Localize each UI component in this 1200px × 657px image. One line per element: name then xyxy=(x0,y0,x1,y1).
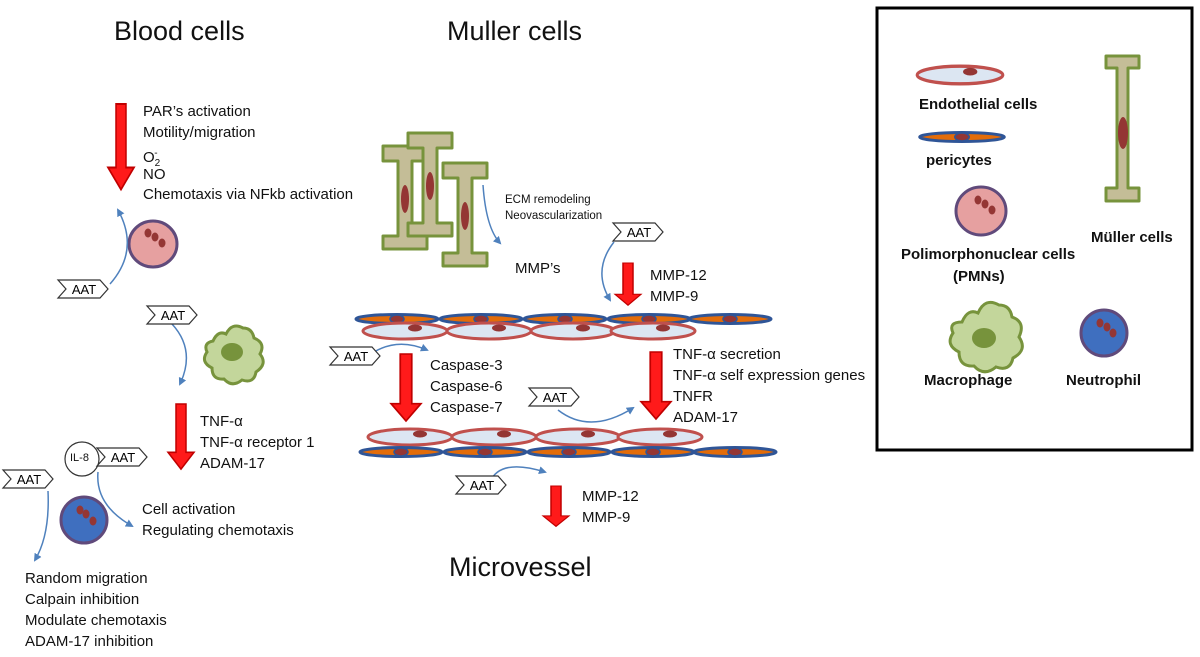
muller-effect-ecm: ECM remodeling xyxy=(505,194,591,206)
effect-chemotaxis: Chemotaxis via NFkb activation xyxy=(143,186,354,203)
tnfr: TNFR xyxy=(673,388,713,405)
heading-microvessel: Microvessel xyxy=(449,552,592,582)
macrophage-cell xyxy=(202,324,265,386)
aat-tag-mmp-top: AAT xyxy=(611,222,664,242)
muller-effect-neovasc: Neovascularization xyxy=(505,210,603,222)
mmp-top-9: MMP-9 xyxy=(650,288,699,305)
svg-text:AAT: AAT xyxy=(470,478,494,493)
aat-tag-blood-3: AAT xyxy=(95,447,148,467)
red-arrow-tnf xyxy=(167,403,195,470)
svg-text:AAT: AAT xyxy=(344,349,368,364)
red-arrow-par xyxy=(106,102,136,191)
legend-pmn-icon xyxy=(954,185,1008,237)
macro-effect-tnf: TNF-α xyxy=(200,413,243,430)
neutro-effect-adam17: ADAM-17 inhibition xyxy=(25,633,154,650)
red-arrow-mmp-bottom xyxy=(542,485,570,528)
il8-label: IL-8 xyxy=(70,452,89,464)
aat-tag-caspase: AAT xyxy=(328,346,381,366)
blue-arrow-neutro-down xyxy=(33,490,49,562)
blue-arrow-macro xyxy=(171,323,188,386)
svg-text:AAT: AAT xyxy=(543,390,567,405)
aat-tag-mmp-bottom: AAT xyxy=(454,475,507,495)
effect-no: NO xyxy=(143,166,166,183)
neutro-effect-chemotaxis: Regulating chemotaxis xyxy=(142,522,294,539)
legend-pericytes-label: pericytes xyxy=(926,152,992,169)
neutro-effect-activation: Cell activation xyxy=(142,501,236,518)
endothelial-row-top xyxy=(361,321,697,341)
blue-arrow-neutro-right xyxy=(97,471,134,527)
endothelial-row-bottom xyxy=(366,427,704,447)
legend-macrophage-label: Macrophage xyxy=(924,372,1013,389)
legend-endothelial-icon xyxy=(915,64,1005,86)
blue-arrow-pmn xyxy=(109,208,129,285)
effect-par: PAR’s activation xyxy=(143,103,251,120)
neutro-effect-calpain: Calpain inhibition xyxy=(25,591,140,608)
legend-pericyte-icon xyxy=(918,130,1006,144)
svg-text:AAT: AAT xyxy=(111,450,135,465)
macro-effect-adam17: ADAM-17 xyxy=(200,455,266,472)
effect-o2: O2- xyxy=(143,148,161,169)
tnf-self-expression: TNF-α self expression genes xyxy=(673,367,866,384)
legend-neutrophil-label: Neutrophil xyxy=(1066,372,1141,389)
mmp-bottom-9: MMP-9 xyxy=(582,509,631,526)
legend-endothelial-label: Endothelial cells xyxy=(919,96,1038,113)
legend-pmn-abbr: (PMNs) xyxy=(953,268,1005,285)
red-arrow-mmp-top xyxy=(614,262,642,306)
caspase-7: Caspase-7 xyxy=(430,399,503,416)
aat-tag-blood-2: AAT xyxy=(145,305,198,325)
svg-text:AAT: AAT xyxy=(72,282,96,297)
svg-text:AAT: AAT xyxy=(627,225,651,240)
heading-blood-cells: Blood cells xyxy=(114,16,245,46)
neutro-effect-migration: Random migration xyxy=(25,570,148,587)
aat-tag-blood-4: AAT xyxy=(1,469,54,489)
muller-effect-mmps: MMP’s xyxy=(515,260,561,277)
red-arrow-tnf-block xyxy=(640,351,672,420)
muller-cell-3 xyxy=(441,161,489,268)
aat-tag-tnf: AAT xyxy=(527,387,580,407)
effect-motility: Motility/migration xyxy=(143,124,256,141)
tnf-adam17: ADAM-17 xyxy=(673,409,739,426)
macro-effect-tnfr1: TNF-α receptor 1 xyxy=(200,434,315,451)
svg-text:AAT: AAT xyxy=(161,308,185,323)
muller-cell-2 xyxy=(406,131,454,238)
pmn-cell xyxy=(127,219,179,269)
neutro-effect-modulate: Modulate chemotaxis xyxy=(25,612,167,629)
tnf-secretion: TNF-α secretion xyxy=(673,346,781,363)
il8-circle xyxy=(64,441,100,477)
red-arrow-caspase xyxy=(390,353,422,422)
blue-arrow-tnf-block xyxy=(557,406,635,423)
mmp-bottom-12: MMP-12 xyxy=(582,488,639,505)
neutrophil-cell xyxy=(59,495,109,545)
legend-muller-icon xyxy=(1104,54,1141,203)
legend-macrophage-icon xyxy=(948,300,1024,374)
mmp-top-12: MMP-12 xyxy=(650,267,707,284)
blue-arrow-mmp-top xyxy=(601,241,615,302)
heading-muller-cells: Muller cells xyxy=(447,16,583,46)
legend-neutrophil-icon xyxy=(1079,308,1129,358)
svg-text:AAT: AAT xyxy=(17,472,41,487)
aat-tag-blood-1: AAT xyxy=(56,279,109,299)
pericyte-row-bottom xyxy=(358,446,778,458)
caspase-6: Caspase-6 xyxy=(430,378,503,395)
legend-pmn-label: Polimorphonuclear cells xyxy=(901,246,1076,263)
caspase-3: Caspase-3 xyxy=(430,357,503,374)
legend-muller-label: Müller cells xyxy=(1091,229,1173,246)
blue-arrow-ecm xyxy=(482,184,502,245)
